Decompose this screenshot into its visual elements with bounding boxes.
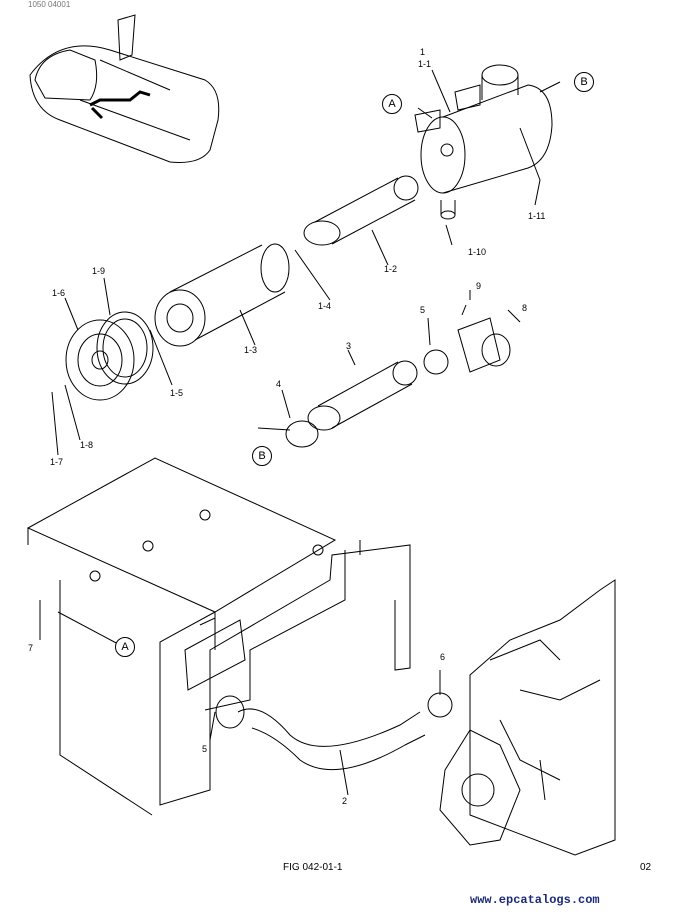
part-label: 1-3 [244, 345, 258, 355]
callout-b-mid: B [252, 446, 272, 466]
callout-a-low: A [115, 637, 135, 657]
clamps-and-flange [286, 305, 510, 447]
part-label: 1-4 [318, 301, 332, 311]
part-label: 9 [476, 281, 482, 291]
callout-a-top: A [382, 94, 402, 114]
part-label: 1-6 [52, 288, 66, 298]
part-label: 1-5 [170, 388, 184, 398]
part-label: 1-9 [92, 266, 106, 276]
part-label: 1-10 [468, 247, 487, 257]
figure-label: FIG 042-01-1 [283, 862, 343, 873]
part-label: 1-7 [50, 457, 64, 467]
part-label: 7 [28, 643, 34, 653]
callout-b-top: B [574, 72, 594, 92]
header-code: 1050 04001 [28, 0, 71, 9]
page-number: 02 [640, 862, 652, 873]
part-label: 1-11 [528, 211, 546, 221]
inner-element [304, 176, 418, 245]
cover-assembly [66, 312, 153, 400]
part-label: 6 [440, 652, 446, 662]
locator-machine-sketch [30, 15, 219, 163]
engine-fan-assembly [440, 580, 615, 855]
lower-hose [216, 693, 452, 770]
intake-hose [308, 361, 417, 430]
outer-element [155, 244, 289, 346]
part-label: 5 [202, 744, 208, 754]
part-label: 1-1 [418, 59, 432, 69]
air-cleaner-body [415, 65, 552, 219]
watermark: www.epcatalogs.com [470, 893, 600, 907]
part-label: 5 [420, 305, 426, 315]
part-label: 8 [522, 303, 528, 313]
part-label: 1-8 [80, 440, 94, 450]
part-label: 3 [346, 341, 352, 351]
part-label: 1-2 [384, 264, 398, 274]
part-label: 2 [342, 796, 348, 806]
engine-enclosure-frame [28, 458, 410, 815]
part-label: 1 [420, 47, 426, 57]
leader-lines [40, 70, 560, 795]
part-label: 4 [276, 379, 282, 389]
